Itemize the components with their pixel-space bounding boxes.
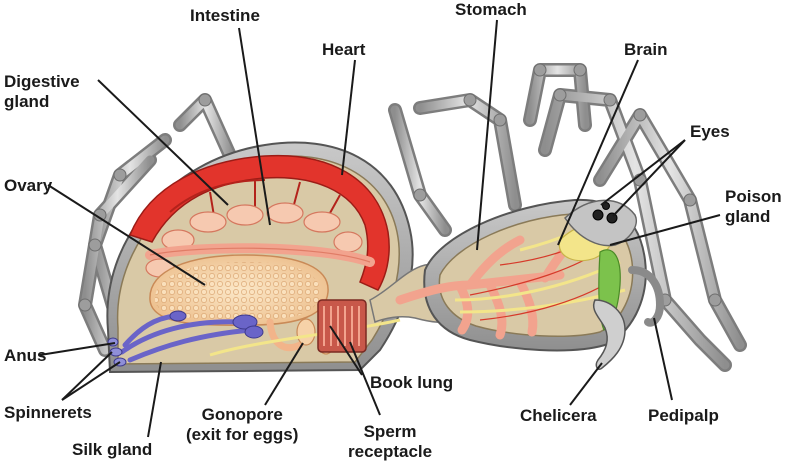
leader-lines	[39, 19, 721, 438]
label-book-lung: Book lung	[370, 373, 454, 392]
abdomen	[106, 141, 414, 374]
label-poison-gland: Poison gland	[725, 187, 782, 226]
label-gonopore: Gonopore (exit for eggs)	[186, 405, 299, 444]
label-silk-gland: Silk gland	[72, 440, 153, 459]
label-pedipalp: Pedipalp	[648, 406, 719, 425]
label-spinnerets: Spinnerets	[4, 403, 92, 422]
cephalothorax	[395, 198, 665, 371]
label-sperm-receptacle: Sperm receptacle	[348, 422, 433, 461]
label-heart: Heart	[322, 40, 366, 59]
label-ovary: Ovary	[4, 176, 53, 195]
pedipalp-shape	[628, 266, 665, 327]
label-chelicera: Chelicera	[520, 406, 597, 425]
label-eyes: Eyes	[690, 122, 730, 141]
heart-shape	[129, 154, 390, 291]
label-anus: Anus	[4, 346, 47, 365]
chelicera-shape	[593, 299, 626, 371]
legs	[78, 63, 747, 372]
label-stomach: Stomach	[455, 0, 527, 19]
book-lung-shape	[317, 299, 367, 353]
label-intestine: Intestine	[190, 6, 260, 25]
label-digestive-gland: Digestive gland	[4, 72, 80, 111]
digestive-gland-shape	[145, 202, 363, 278]
label-brain: Brain	[624, 40, 668, 59]
